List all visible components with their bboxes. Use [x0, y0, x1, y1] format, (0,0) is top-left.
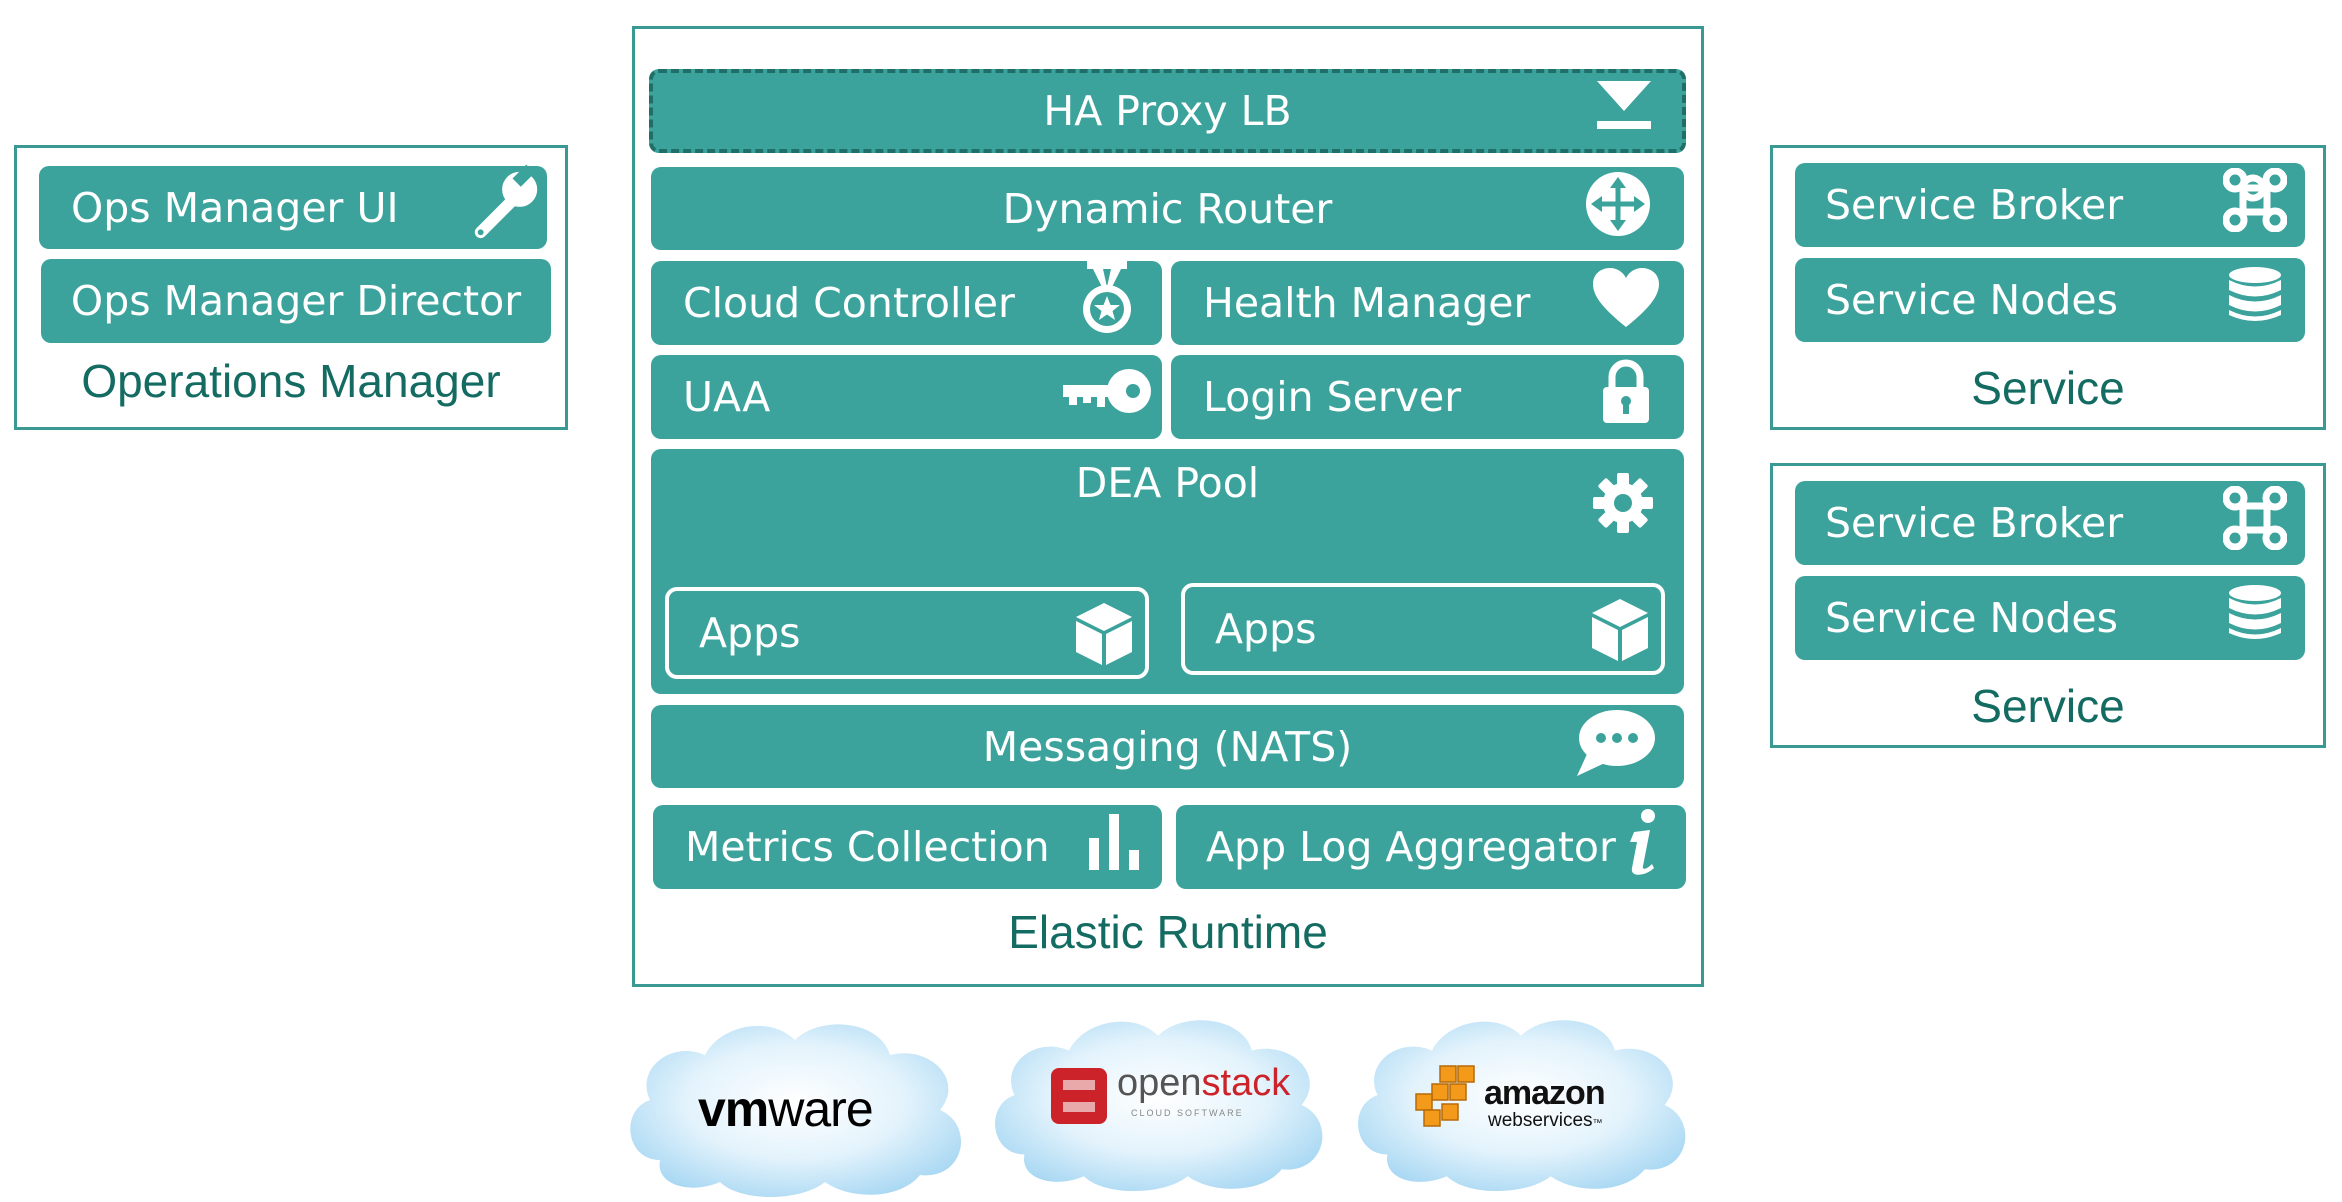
command-icon — [2222, 485, 2288, 560]
apps-box-2[interactable]: Apps — [1181, 583, 1665, 675]
ha-proxy-lb-box[interactable]: HA Proxy LB — [649, 69, 1686, 153]
login-server-label: Login Server — [1203, 373, 1462, 421]
ops-manager-ui-label: Ops Manager UI — [71, 183, 399, 232]
bar-chart-icon — [1087, 812, 1143, 882]
ops-manager-director-box[interactable]: Ops Manager Director — [41, 259, 551, 343]
cloud-shape — [995, 1020, 1323, 1192]
service-label-1: Service — [1971, 362, 2125, 414]
amazon-cubes-icon — [1414, 1064, 1484, 1132]
wrench-icon — [467, 164, 545, 252]
amazon-logo: amazon — [1484, 1074, 1606, 1112]
amazon-webservices-text: webservices™ — [1488, 1110, 1603, 1131]
service-frame-1: Service Broker Service Nodes Service — [1770, 145, 2326, 430]
apps-box-1[interactable]: Apps — [665, 587, 1149, 679]
dea-pool-label: DEA Pool — [1075, 459, 1260, 507]
dynamic-router-box[interactable]: Dynamic Router — [651, 167, 1684, 250]
chat-bubble-icon — [1573, 706, 1657, 788]
openstack-logo-icon — [1049, 1066, 1109, 1130]
messaging-nats-box[interactable]: Messaging (NATS) — [651, 705, 1684, 788]
service-nodes-label-1: Service Nodes — [1825, 276, 2118, 324]
app-log-aggregator-box[interactable]: App Log Aggregator — [1176, 805, 1686, 889]
service-frame-2: Service Broker Service Nodes Service — [1770, 463, 2326, 748]
lock-icon — [1601, 359, 1651, 435]
openstack-logo: openstack — [1117, 1062, 1291, 1104]
ops-manager-ui-box[interactable]: Ops Manager UI — [39, 164, 547, 252]
service-label-2: Service — [1971, 680, 2125, 732]
service-broker-label-2: Service Broker — [1825, 499, 2124, 547]
vmware-logo: vmware — [698, 1081, 874, 1137]
service-nodes-box-2[interactable]: Service Nodes — [1795, 576, 2305, 660]
service-nodes-label-2: Service Nodes — [1825, 594, 2118, 642]
apps-label-1: Apps — [699, 609, 801, 657]
ops-manager-director-label: Ops Manager Director — [70, 277, 522, 325]
dea-pool-box[interactable]: DEA Pool Apps — [651, 449, 1684, 694]
medal-icon — [1079, 259, 1135, 347]
operations-manager-frame: Ops Manager UI Ops Manager Director Oper… — [14, 145, 568, 430]
apps-label-2: Apps — [1215, 605, 1317, 653]
openstack-tagline: CLOUD SOFTWARE — [1131, 1108, 1244, 1118]
metrics-collection-label: Metrics Collection — [685, 823, 1050, 871]
metrics-collection-box[interactable]: Metrics Collection — [653, 805, 1162, 889]
health-manager-box[interactable]: Health Manager — [1171, 261, 1684, 345]
cloud-shape — [630, 1024, 962, 1197]
amazon-cloud: amazon webservices™ — [1346, 1006, 1706, 1196]
health-manager-label: Health Manager — [1203, 279, 1531, 327]
elastic-runtime-frame: HA Proxy LB Dynamic Router — [632, 26, 1704, 987]
heart-icon — [1591, 267, 1661, 339]
cloud-shape — [1358, 1020, 1686, 1192]
service-broker-box-1[interactable]: Service Broker — [1795, 163, 2305, 247]
key-icon — [1061, 367, 1153, 427]
login-server-box[interactable]: Login Server — [1171, 355, 1684, 439]
cube-icon — [1073, 601, 1135, 677]
command-icon — [2222, 167, 2288, 242]
elastic-runtime-label: Elastic Runtime — [1008, 906, 1328, 958]
info-icon — [1624, 808, 1660, 886]
service-broker-box-2[interactable]: Service Broker — [1795, 481, 2305, 565]
cloud-controller-label: Cloud Controller — [683, 279, 1015, 327]
service-nodes-box-1[interactable]: Service Nodes — [1795, 258, 2305, 342]
openstack-cloud: openstack CLOUD SOFTWARE — [983, 1006, 1343, 1196]
service-broker-label-1: Service Broker — [1825, 181, 2124, 229]
operations-manager-label: Operations Manager — [81, 355, 501, 407]
database-icon — [2227, 583, 2283, 653]
dynamic-router-label: Dynamic Router — [1002, 184, 1333, 233]
cube-icon — [1589, 597, 1651, 673]
router-icon — [1583, 169, 1653, 249]
vmware-cloud: vmware — [620, 1010, 980, 1202]
uaa-label: UAA — [683, 373, 771, 421]
gear-icon — [1591, 471, 1655, 545]
cloud-controller-box[interactable]: Cloud Controller — [651, 261, 1162, 345]
database-icon — [2227, 265, 2283, 335]
messaging-nats-label: Messaging (NATS) — [982, 722, 1353, 771]
uaa-box[interactable]: UAA — [651, 355, 1162, 439]
app-log-aggregator-label: App Log Aggregator — [1206, 823, 1616, 871]
ha-proxy-lb-label: HA Proxy LB — [1043, 87, 1292, 135]
load-balancer-icon — [1593, 79, 1655, 143]
